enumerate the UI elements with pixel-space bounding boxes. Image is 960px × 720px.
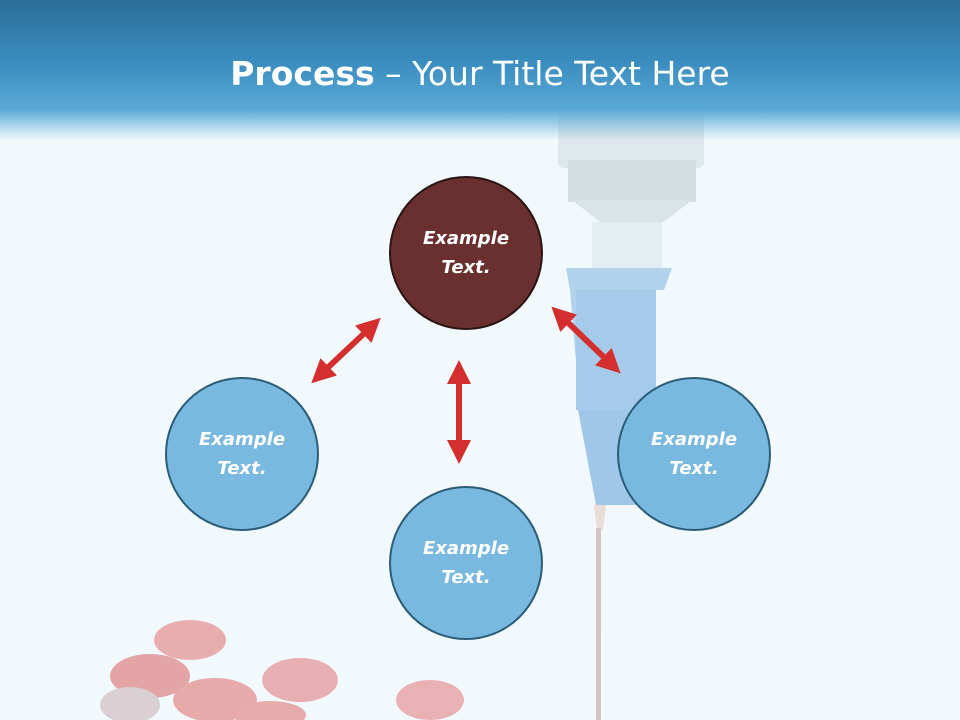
circle-top-text: Example Text. bbox=[422, 228, 510, 278]
title-bold: Process bbox=[230, 54, 375, 93]
circle-bottom: Example Text. bbox=[389, 486, 543, 640]
arrow-right-diagonal bbox=[551, 306, 621, 374]
arrow-left-diagonal bbox=[311, 317, 381, 384]
title-rest: – Your Title Text Here bbox=[374, 54, 730, 93]
circle-top: Example Text. bbox=[389, 176, 543, 330]
circle-left-text: Example Text. bbox=[198, 429, 286, 479]
circle-right: Example Text. bbox=[617, 377, 771, 531]
circle-right-text: Example Text. bbox=[650, 429, 738, 479]
circle-left: Example Text. bbox=[165, 377, 319, 531]
circle-bottom-text: Example Text. bbox=[422, 538, 510, 588]
background-pills bbox=[100, 620, 464, 720]
title-bar bbox=[0, 0, 960, 140]
slide-title: Process – Your Title Text Here bbox=[0, 52, 960, 96]
